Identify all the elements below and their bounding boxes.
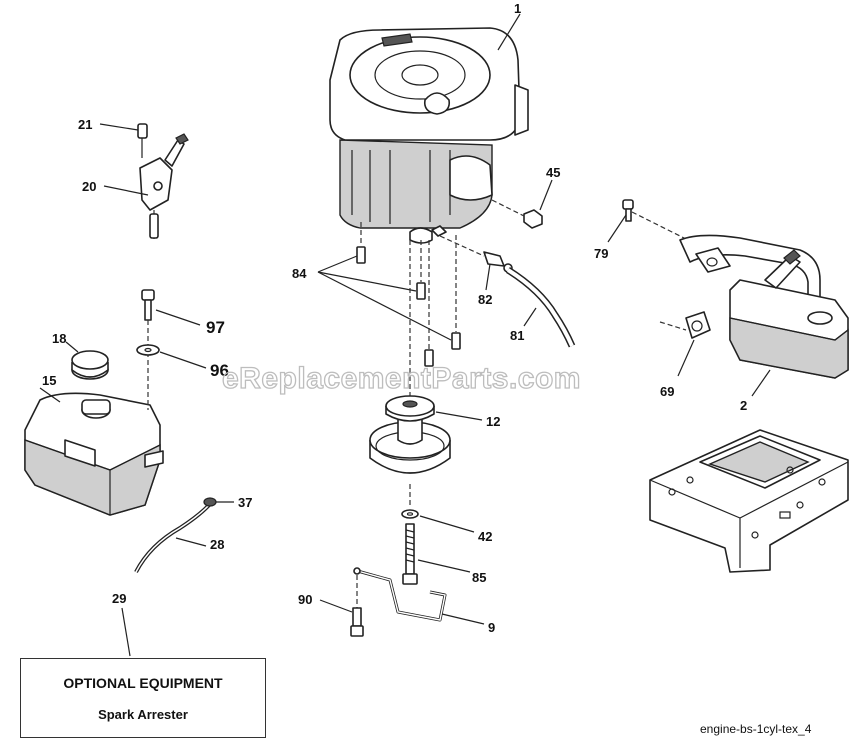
- callout-9: 9: [488, 620, 495, 635]
- hitch-9: [353, 567, 447, 622]
- diagram-reference-code: engine-bs-1cyl-tex_4: [700, 722, 812, 736]
- callout-18: 18: [52, 331, 66, 346]
- callout-79: 79: [594, 246, 608, 261]
- optional-equipment-title: OPTIONAL EQUIPMENT: [63, 674, 223, 691]
- optional-equipment-item: Spark Arrester: [98, 706, 188, 722]
- bolt-79: [622, 199, 701, 247]
- throttle-control: [137, 123, 189, 240]
- clamp-82: [439, 235, 513, 273]
- callout-81: 81: [510, 328, 524, 343]
- pulley-12: [369, 395, 451, 474]
- fuel-tank: [24, 392, 164, 516]
- callout-1: 1: [514, 1, 521, 16]
- bolt-90: [350, 607, 364, 637]
- callout-82: 82: [478, 292, 492, 307]
- callout-69: 69: [660, 384, 674, 399]
- engine: [329, 27, 529, 244]
- watermark: eReplacementParts.com: [222, 362, 581, 395]
- callout-96: 96: [210, 361, 229, 380]
- callout-12: 12: [486, 414, 500, 429]
- callout-37: 37: [238, 495, 252, 510]
- callout-42: 42: [478, 529, 492, 544]
- callout-15: 15: [42, 373, 56, 388]
- washer-42: [401, 509, 419, 519]
- callout-97: 97: [206, 318, 225, 337]
- engine-mount-plate: [649, 429, 849, 573]
- bolts-84: [356, 246, 461, 367]
- optional-equipment-box: OPTIONAL EQUIPMENT Spark Arrester: [20, 658, 266, 738]
- gasket-69: [685, 311, 711, 339]
- bolt-97: [141, 289, 155, 321]
- bolt-85: [402, 523, 418, 585]
- fuel-line: [134, 497, 217, 573]
- callout-29: 29: [112, 591, 126, 606]
- callout-85: 85: [472, 570, 486, 585]
- nut-45: [491, 199, 543, 229]
- muffler-2: [679, 234, 849, 379]
- fuel-cap: [71, 350, 109, 380]
- fuel-filter-line: [506, 267, 576, 348]
- callout-20: 20: [82, 179, 96, 194]
- callout-21: 21: [78, 117, 92, 132]
- callout-84: 84: [292, 266, 307, 281]
- callout-28: 28: [210, 537, 224, 552]
- callout-45: 45: [546, 165, 560, 180]
- callout-90: 90: [298, 592, 312, 607]
- callout-2: 2: [740, 398, 747, 413]
- washer-96: [136, 344, 160, 356]
